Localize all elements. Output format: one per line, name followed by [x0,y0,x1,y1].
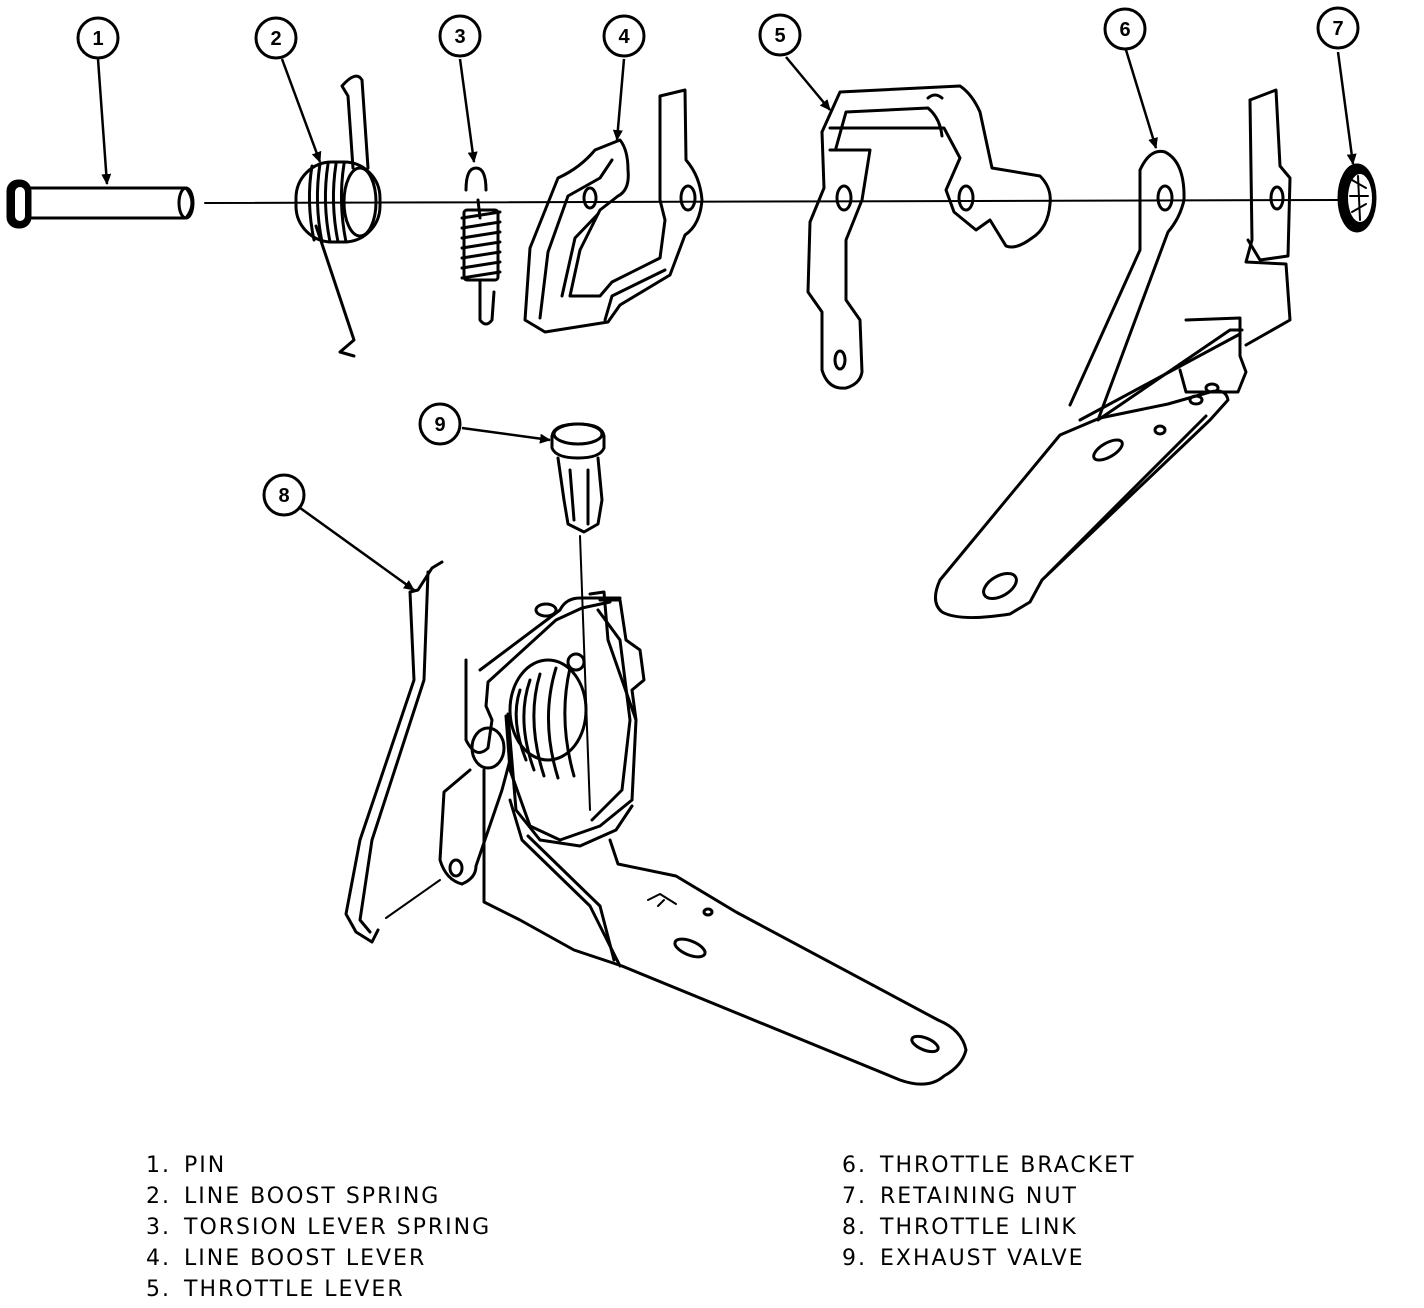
legend-item-number: 5. [146,1277,171,1302]
retaining-nut-part [1337,163,1377,233]
legend-item: 8. THROTTLE LINK [842,1212,1136,1243]
callout-8: 8 [278,485,289,507]
legend-item-number: 3. [146,1215,171,1240]
legend-item: 1. PIN [146,1150,491,1181]
callout-bubbles [76,6,1360,517]
legend-item: 6. THROTTLE BRACKET [842,1150,1136,1181]
legend-item-label: THROTTLE LINK [880,1215,1078,1240]
legend-item-label: EXHAUST VALVE [880,1246,1085,1271]
pin-part [6,179,195,229]
leader-7 [1336,51,1357,165]
legend-item-label: THROTTLE LEVER [184,1277,405,1302]
legend-item: 7. RETAINING NUT [842,1181,1136,1212]
legend-item: 9. EXHAUST VALVE [842,1243,1136,1274]
callout-9: 9 [434,414,445,436]
legend-item-number: 8. [842,1215,867,1240]
legend-item-label: LINE BOOST SPRING [184,1184,441,1209]
line-boost-spring-part [294,74,382,358]
throttle-link-part [344,560,444,944]
leader-8 [295,503,415,592]
callout-6: 6 [1119,19,1130,41]
callout-5: 5 [774,25,785,47]
line-boost-lever-part [523,88,704,334]
leader-4 [612,58,626,141]
legend-left-column: 1. PIN 2. LINE BOOST SPRING 3. TORSION LEVER … [146,1150,491,1305]
leader-9 [461,426,551,444]
torsion-lever-spring-part [460,166,502,326]
throttle-bracket-part [934,88,1292,620]
callout-2: 2 [270,28,281,50]
legend-item: 2. LINE BOOST SPRING [146,1181,491,1212]
legend-item-label: TORSION LEVER SPRING [184,1215,492,1240]
legend-item-label: PIN [184,1153,227,1178]
legend-item-number: 7. [842,1184,867,1209]
legend-item-number: 9. [842,1246,867,1271]
throttle-lever-part [806,84,1052,390]
leader-5 [785,56,831,111]
legend-item-label: LINE BOOST LEVER [184,1246,427,1271]
exhaust-valve-part [550,422,606,811]
assembled-mechanism [438,590,968,1086]
legend-item-number: 2. [146,1184,171,1209]
legend-item-label: THROTTLE BRACKET [880,1153,1136,1178]
legend-item: 4. LINE BOOST LEVER [146,1243,491,1274]
legend-item-label: RETAINING NUT [880,1184,1078,1209]
callout-1: 1 [92,28,103,50]
leader-1 [96,58,112,185]
legend-item: 3. TORSION LEVER SPRING [146,1212,491,1243]
leader-3 [458,58,478,163]
callout-3: 3 [454,26,465,48]
callout-7: 7 [1332,18,1343,40]
assembly-axis-line [204,199,1341,204]
legend-right-column: 6. THROTTLE BRACKET 7. RETAINING NUT 8. THROT… [842,1150,1136,1274]
legend-item-number: 1. [146,1153,171,1178]
leader-2 [280,58,322,163]
leader-6 [1124,49,1158,149]
legend-item-number: 4. [146,1246,171,1271]
callout-4: 4 [618,26,630,48]
legend-item: 5. THROTTLE LEVER [146,1274,491,1305]
legend-item-number: 6. [842,1153,867,1178]
